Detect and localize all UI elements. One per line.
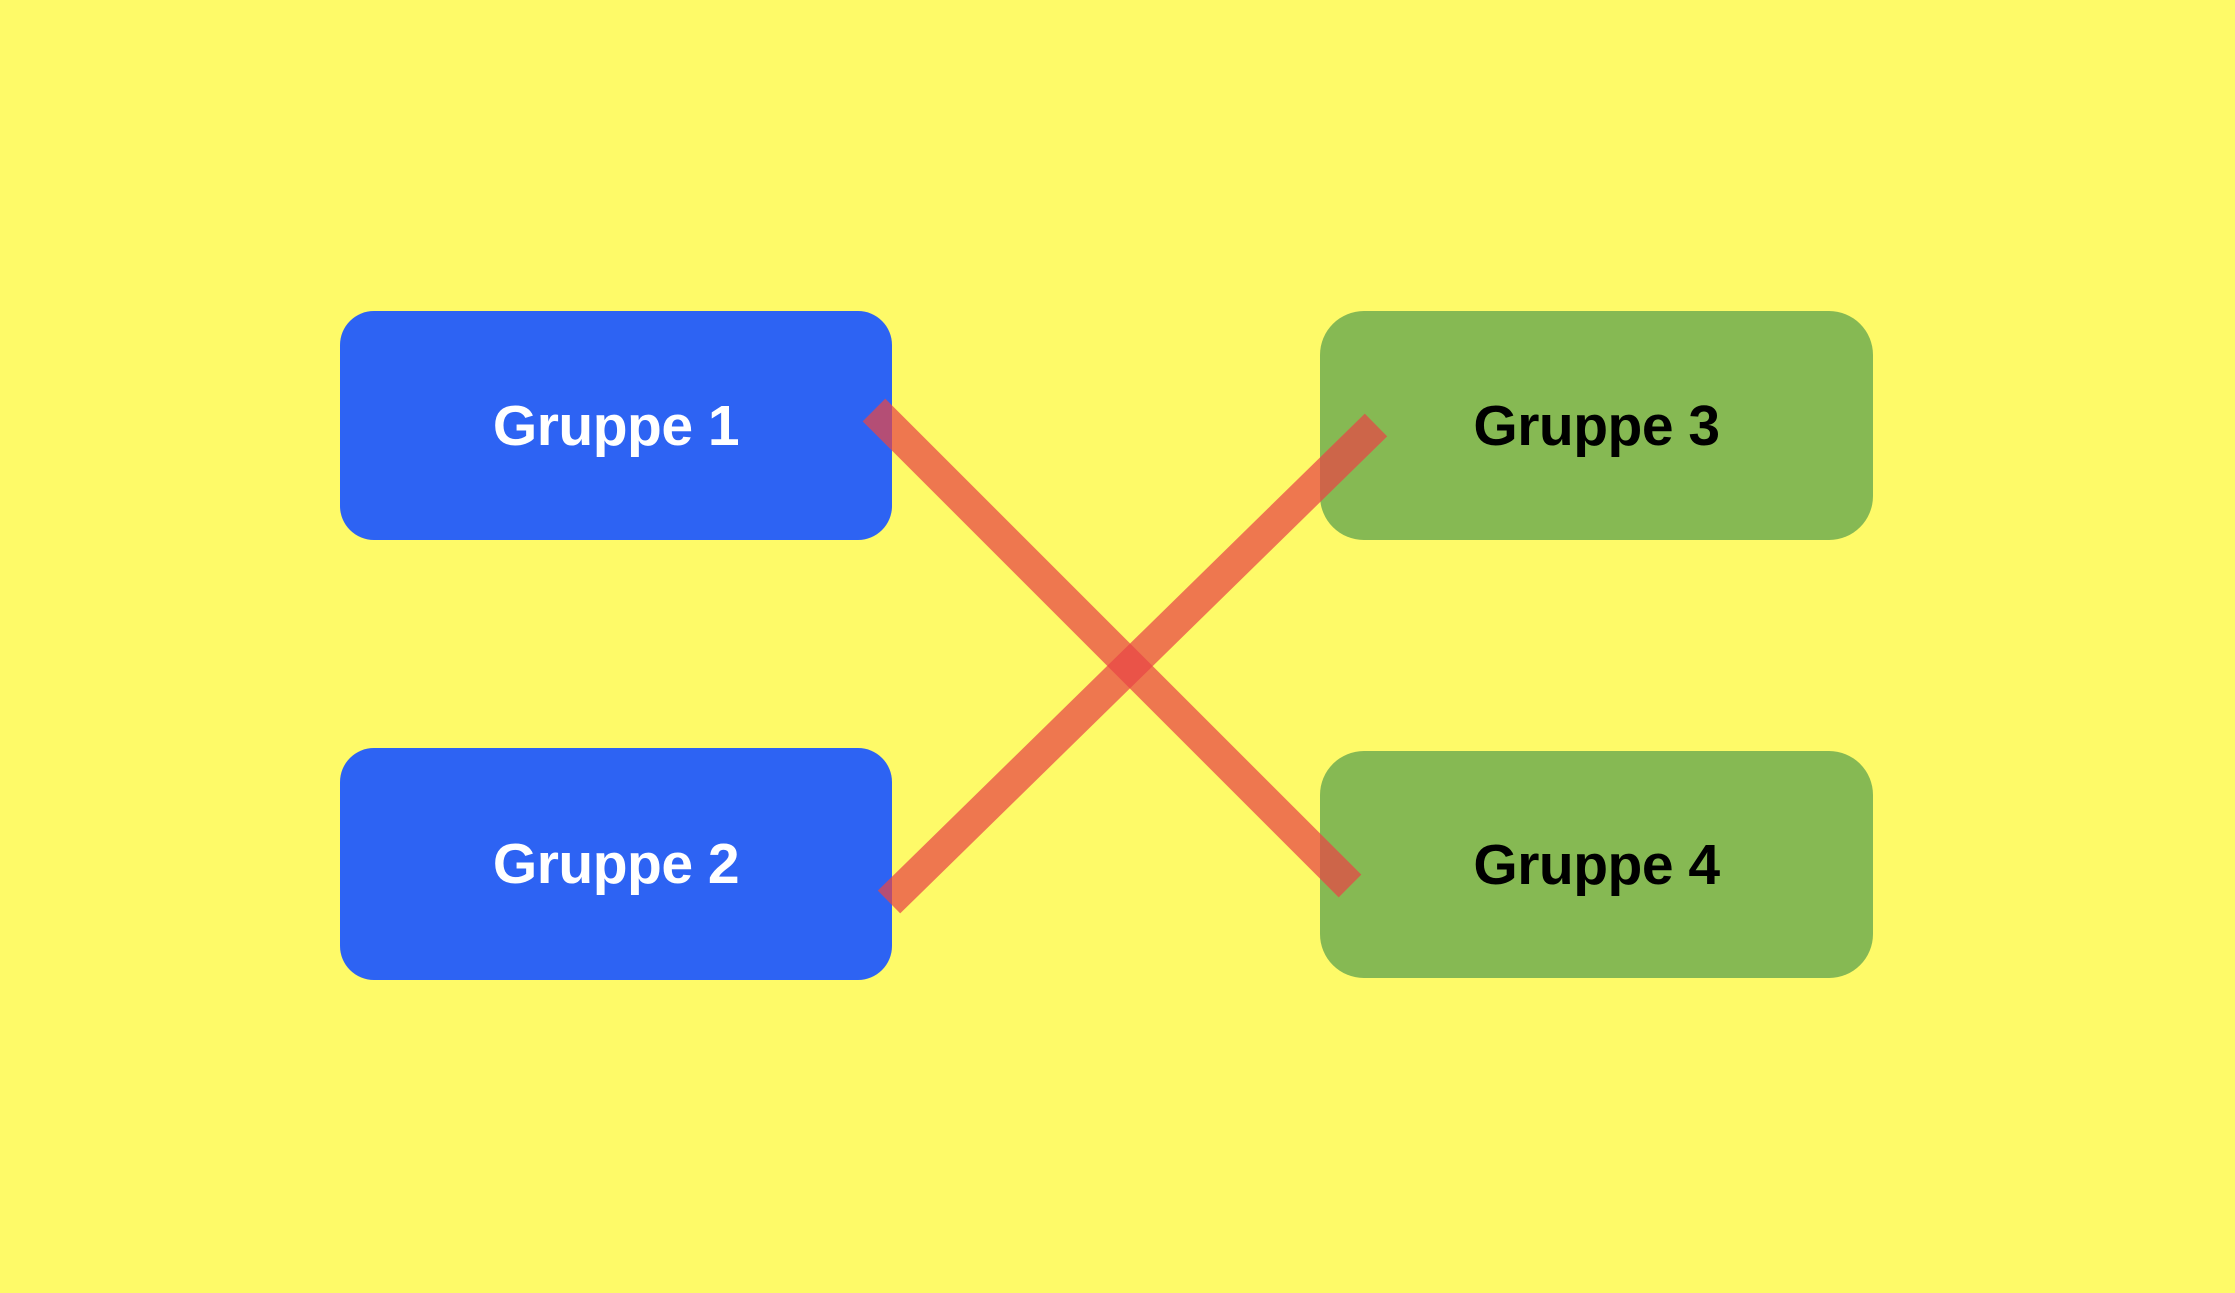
group-1-label: Gruppe 1: [492, 393, 740, 458]
connection-group-1-to-group-4: [862, 398, 1362, 898]
group-3-label: Gruppe 3: [1473, 393, 1720, 458]
group-4-label: Gruppe 4: [1473, 832, 1720, 897]
group-4-box: Gruppe 4: [1320, 751, 1873, 978]
group-2-box: Gruppe 2: [340, 748, 892, 980]
group-2-label: Gruppe 2: [492, 832, 740, 896]
connection-group-2-to-group-3: [877, 413, 1388, 914]
group-3-box: Gruppe 3: [1320, 311, 1873, 540]
group-1-box: Gruppe 1: [340, 311, 892, 540]
